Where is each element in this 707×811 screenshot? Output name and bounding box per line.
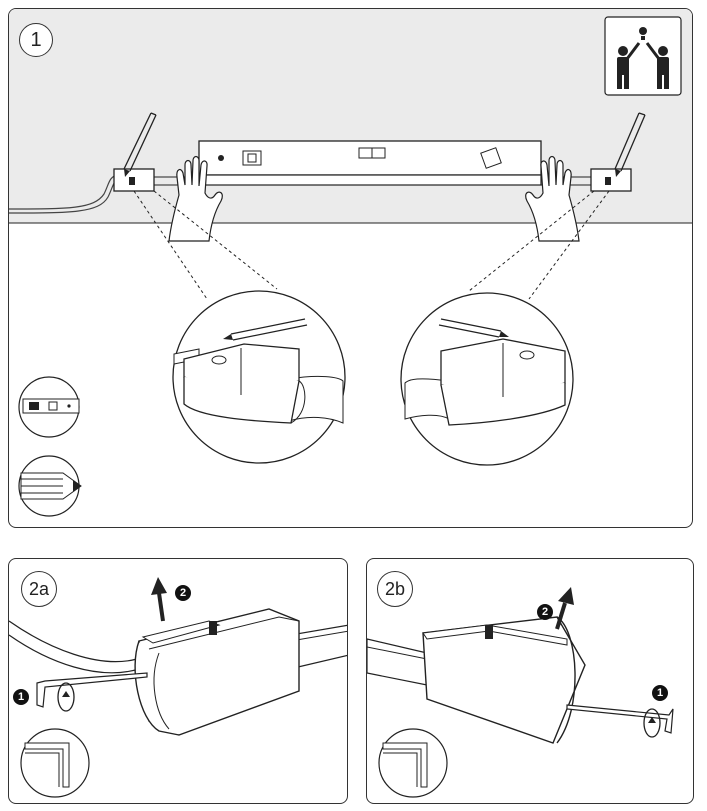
two-person-icon (604, 16, 682, 96)
step-number: 2a (21, 571, 57, 607)
hand-right (525, 155, 580, 242)
detail-circle-left (172, 290, 346, 464)
hex-key (566, 704, 674, 738)
hand-left (168, 155, 223, 242)
step-number: 2b (377, 571, 413, 607)
fixture-end-cap (422, 616, 586, 744)
detail-circle-right (400, 292, 574, 466)
step-1-illustration (9, 9, 692, 517)
spirit-level (198, 140, 542, 186)
lift-arrow (151, 577, 167, 622)
step-2b-illustration (367, 587, 674, 798)
step-1-panel: 1 (8, 8, 693, 528)
step-badge-2: 2 (175, 585, 191, 601)
hex-key-icon (20, 728, 90, 798)
fixture-end-cap (134, 608, 300, 736)
hex-key (36, 672, 148, 712)
step-2a-illustration (9, 577, 347, 798)
step-2a-panel: 2a 1 2 (8, 558, 348, 804)
step-number: 1 (19, 23, 53, 57)
cable (9, 174, 118, 210)
pencil-icon (18, 455, 82, 517)
step-badge-1: 1 (13, 689, 29, 705)
step-2b-panel: 2b 1 2 (366, 558, 694, 804)
lift-arrow (555, 587, 574, 630)
pencil-right (614, 112, 646, 177)
step-badge-1: 1 (652, 685, 668, 701)
hex-key-icon (378, 728, 448, 798)
cable (9, 620, 138, 663)
pencil-left (123, 112, 157, 177)
step-badge-2: 2 (537, 604, 553, 620)
spirit-level-icon (18, 376, 80, 438)
